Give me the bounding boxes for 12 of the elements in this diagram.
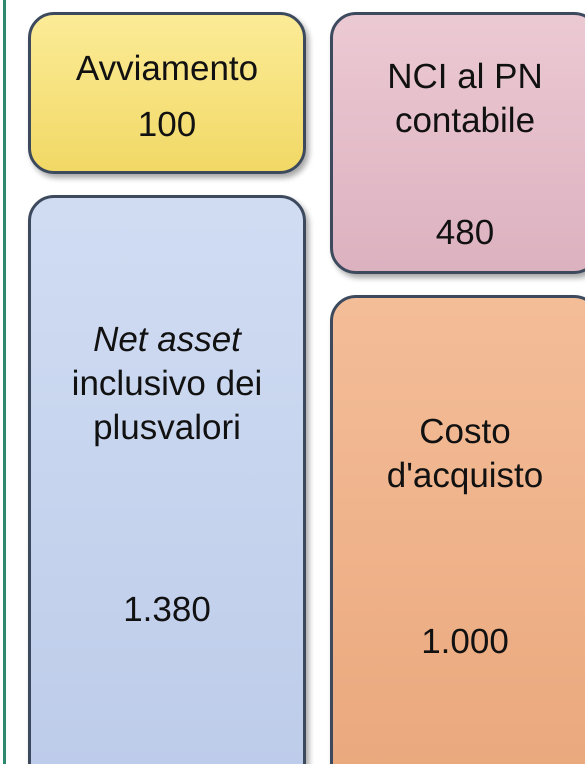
box-heading: Avviamento <box>74 48 260 90</box>
rounded-box <box>28 12 306 174</box>
box-value: 1.380 <box>122 589 212 631</box>
rounded-box <box>28 195 306 764</box>
box-heading: NCI al PN contabile <box>386 56 544 142</box>
box-heading: Costo d'acquisto <box>386 411 544 497</box>
box-value: 1.000 <box>420 621 510 663</box>
box-value: 100 <box>136 104 198 146</box>
box-heading: Net asset inclusivo dei plusvalori <box>70 319 264 449</box>
box-value: 480 <box>434 212 496 254</box>
rounded-box <box>330 12 585 274</box>
rounded-box <box>330 295 585 764</box>
